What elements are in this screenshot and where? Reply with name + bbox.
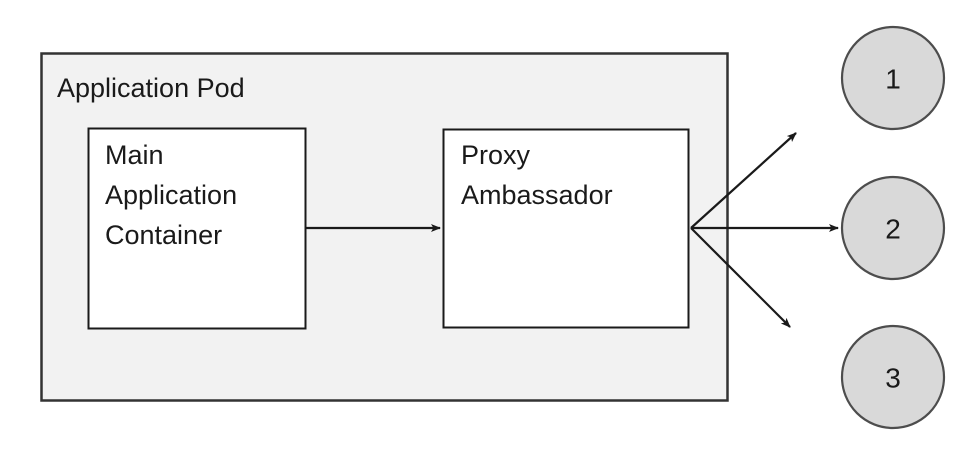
proxy-to-endpoint-1-arrow — [690, 132, 797, 229]
endpoint-circle-1-shape — [840, 25, 946, 131]
proxy-ambassador-line-1: Proxy — [461, 140, 531, 170]
endpoint-circle-3-shape — [840, 324, 946, 430]
endpoint-circle-1-label: 1 — [885, 64, 901, 95]
main-application-container-line-1: Main — [105, 140, 164, 170]
endpoint-circle-2-shape — [840, 175, 946, 281]
proxy-ambassador-line-2: Ambassador — [461, 180, 613, 210]
application-pod-label: Application Pod — [57, 73, 245, 103]
endpoint-circle-3[interactable]: 3 — [840, 324, 946, 430]
main-application-container-line-3: Container — [105, 220, 222, 250]
main-application-container-line-2: Application — [105, 180, 237, 210]
endpoint-circle-1[interactable]: 1 — [840, 25, 946, 131]
endpoint-circle-2[interactable]: 2 — [840, 175, 946, 281]
main-application-container[interactable]: Main Application Container — [87, 127, 307, 330]
endpoint-circle-2-label: 2 — [885, 214, 901, 245]
proxy-to-endpoint-3-arrow — [690, 227, 791, 328]
main-application-container-rect — [87, 127, 307, 330]
proxy-ambassador-container-rect — [442, 128, 690, 329]
proxy-ambassador-container[interactable]: Proxy Ambassador — [442, 128, 690, 329]
endpoint-circle-3-label: 3 — [885, 363, 901, 394]
